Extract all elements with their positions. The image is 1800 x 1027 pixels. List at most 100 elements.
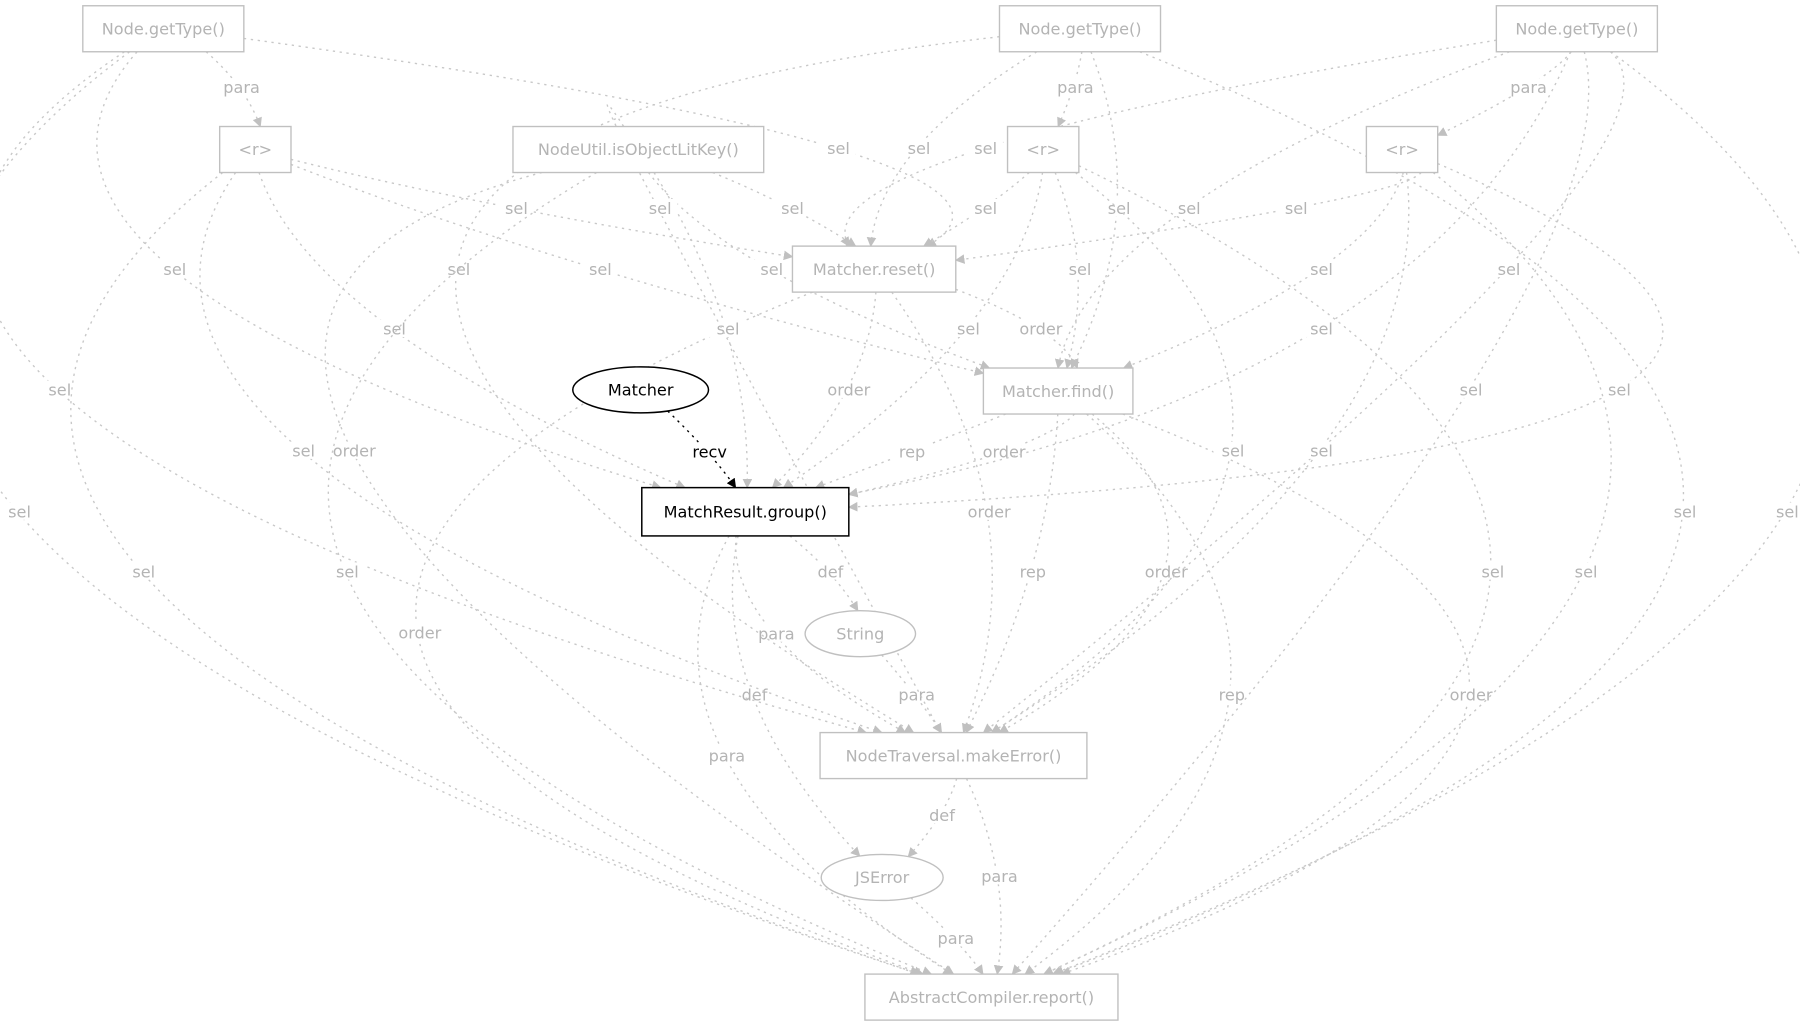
edge-sel: sel bbox=[327, 171, 933, 976]
edge-label: sel bbox=[1608, 381, 1631, 400]
node-node-gettype[interactable]: Node.getType() bbox=[998, 5, 1162, 53]
edge-line bbox=[1122, 172, 1404, 370]
node-box bbox=[1365, 125, 1439, 174]
edge-sel: sel bbox=[606, 103, 942, 734]
edge-para: para bbox=[205, 51, 262, 128]
edge-line bbox=[1043, 171, 1612, 975]
edge-sel: sel bbox=[847, 51, 1572, 498]
edge-line bbox=[1060, 413, 1470, 976]
node-box bbox=[791, 245, 957, 293]
edge-label: rep bbox=[1219, 685, 1245, 704]
edge-label: order bbox=[827, 381, 870, 400]
edge-line bbox=[1054, 172, 1079, 369]
node-node-gettype[interactable]: Node.getType() bbox=[82, 5, 245, 53]
node-box bbox=[641, 486, 850, 537]
edge-sel: sel bbox=[243, 37, 954, 247]
edge-sel: sel bbox=[1043, 171, 1612, 975]
edge-order: order bbox=[324, 171, 955, 975]
edge-line bbox=[1024, 413, 1232, 975]
edge-def: def bbox=[907, 778, 960, 858]
edge-sel: sel bbox=[0, 51, 868, 735]
edge-label: sel bbox=[974, 199, 997, 218]
node-nodeutil-isobjectlitkey[interactable]: NodeUtil.isObjectLitKey() bbox=[512, 125, 765, 174]
edge-label: sel bbox=[649, 199, 672, 218]
node-label: Matcher.reset() bbox=[813, 260, 936, 279]
edge-line bbox=[847, 413, 1075, 498]
node-nodetraversal-makeerror[interactable]: NodeTraversal.makeError() bbox=[819, 731, 1088, 780]
node-box bbox=[998, 5, 1162, 53]
edge-label: sel bbox=[1482, 562, 1505, 581]
node-node-gettype[interactable]: Node.getType() bbox=[1495, 5, 1659, 53]
node-jserror[interactable]: JSError bbox=[820, 853, 944, 902]
edge-label: para bbox=[1057, 78, 1094, 97]
edge-label: order bbox=[1019, 320, 1062, 339]
edge-label: sel bbox=[827, 139, 850, 158]
edge-sel: sel bbox=[840, 39, 1497, 247]
node-box bbox=[864, 973, 1119, 1021]
node-label: Matcher bbox=[608, 381, 674, 400]
edge-label: sel bbox=[908, 139, 931, 158]
node-r[interactable]: <r> bbox=[218, 125, 292, 174]
edge-sel: sel bbox=[954, 172, 1422, 264]
node-ellipse bbox=[804, 609, 917, 658]
edge-label: sel bbox=[1178, 199, 1201, 218]
edge-line bbox=[922, 171, 1030, 247]
edge-sel: sel bbox=[712, 171, 857, 247]
edge-line bbox=[990, 172, 1410, 734]
edge-line bbox=[731, 535, 861, 857]
edge-line bbox=[1011, 51, 1590, 975]
edge-label: sel bbox=[760, 260, 783, 279]
edge-sel: sel bbox=[1042, 165, 1511, 975]
edge-label: sel bbox=[448, 260, 471, 279]
edge-label: sel bbox=[292, 442, 315, 461]
nodes-layer: Node.getType() Node.getType() Node.getType… bbox=[82, 5, 1659, 1021]
edge-rep: rep bbox=[1024, 413, 1250, 975]
edge-sel: sel bbox=[70, 171, 921, 976]
node-matcher[interactable]: Matcher bbox=[572, 366, 710, 414]
node-label: String bbox=[836, 624, 884, 643]
edge-label: sel bbox=[1108, 199, 1131, 218]
edge-label: sel bbox=[974, 139, 997, 158]
node-string[interactable]: String bbox=[804, 609, 917, 658]
node-abstractcompiler-report[interactable]: AbstractCompiler.report() bbox=[864, 973, 1119, 1021]
node-matcher-reset[interactable]: Matcher.reset() bbox=[791, 245, 957, 293]
edge-label: sel bbox=[132, 562, 155, 581]
edge-line bbox=[907, 778, 958, 858]
edge-label: sel bbox=[1674, 503, 1697, 522]
edge-line bbox=[258, 172, 686, 489]
edge-label: sel bbox=[781, 199, 804, 218]
edge-label: para bbox=[1510, 78, 1547, 97]
edge-label: sel bbox=[1776, 503, 1799, 522]
node-label: NodeUtil.isObjectLitKey() bbox=[538, 140, 739, 159]
edge-label: sel bbox=[957, 320, 980, 339]
edge-para: para bbox=[735, 535, 907, 734]
edge-rep: rep bbox=[965, 413, 1059, 734]
edge-label: rep bbox=[1020, 562, 1046, 581]
node-matchresult-group[interactable]: MatchResult.group() bbox=[641, 486, 850, 537]
edge-label: para bbox=[223, 78, 260, 97]
node-box bbox=[82, 5, 245, 53]
node-label: Node.getType() bbox=[1018, 20, 1141, 39]
node-label: Matcher.find() bbox=[1002, 382, 1114, 401]
edge-line bbox=[647, 172, 991, 370]
node-label: Node.getType() bbox=[1515, 20, 1638, 39]
edge-label: sel bbox=[1498, 260, 1521, 279]
edge-line bbox=[0, 51, 920, 976]
node-box bbox=[1495, 5, 1659, 53]
edge-para: para bbox=[881, 654, 943, 734]
edge-label: order bbox=[968, 503, 1011, 522]
node-r[interactable]: <r> bbox=[1006, 125, 1080, 174]
edge-para: para bbox=[910, 897, 984, 975]
node-r[interactable]: <r> bbox=[1365, 125, 1439, 174]
edge-sel: sel bbox=[1051, 51, 1800, 976]
node-matcher-find[interactable]: Matcher.find() bbox=[982, 367, 1134, 415]
edge-sel: sel bbox=[199, 172, 883, 735]
edge-sel: sel bbox=[1054, 51, 1510, 369]
edge-sel: sel bbox=[782, 172, 1044, 489]
edge-label: sel bbox=[1310, 320, 1333, 339]
edge-sel: sel bbox=[1122, 172, 1404, 370]
edge-line bbox=[891, 291, 993, 734]
node-ellipse bbox=[820, 853, 944, 902]
edge-line bbox=[290, 158, 794, 261]
